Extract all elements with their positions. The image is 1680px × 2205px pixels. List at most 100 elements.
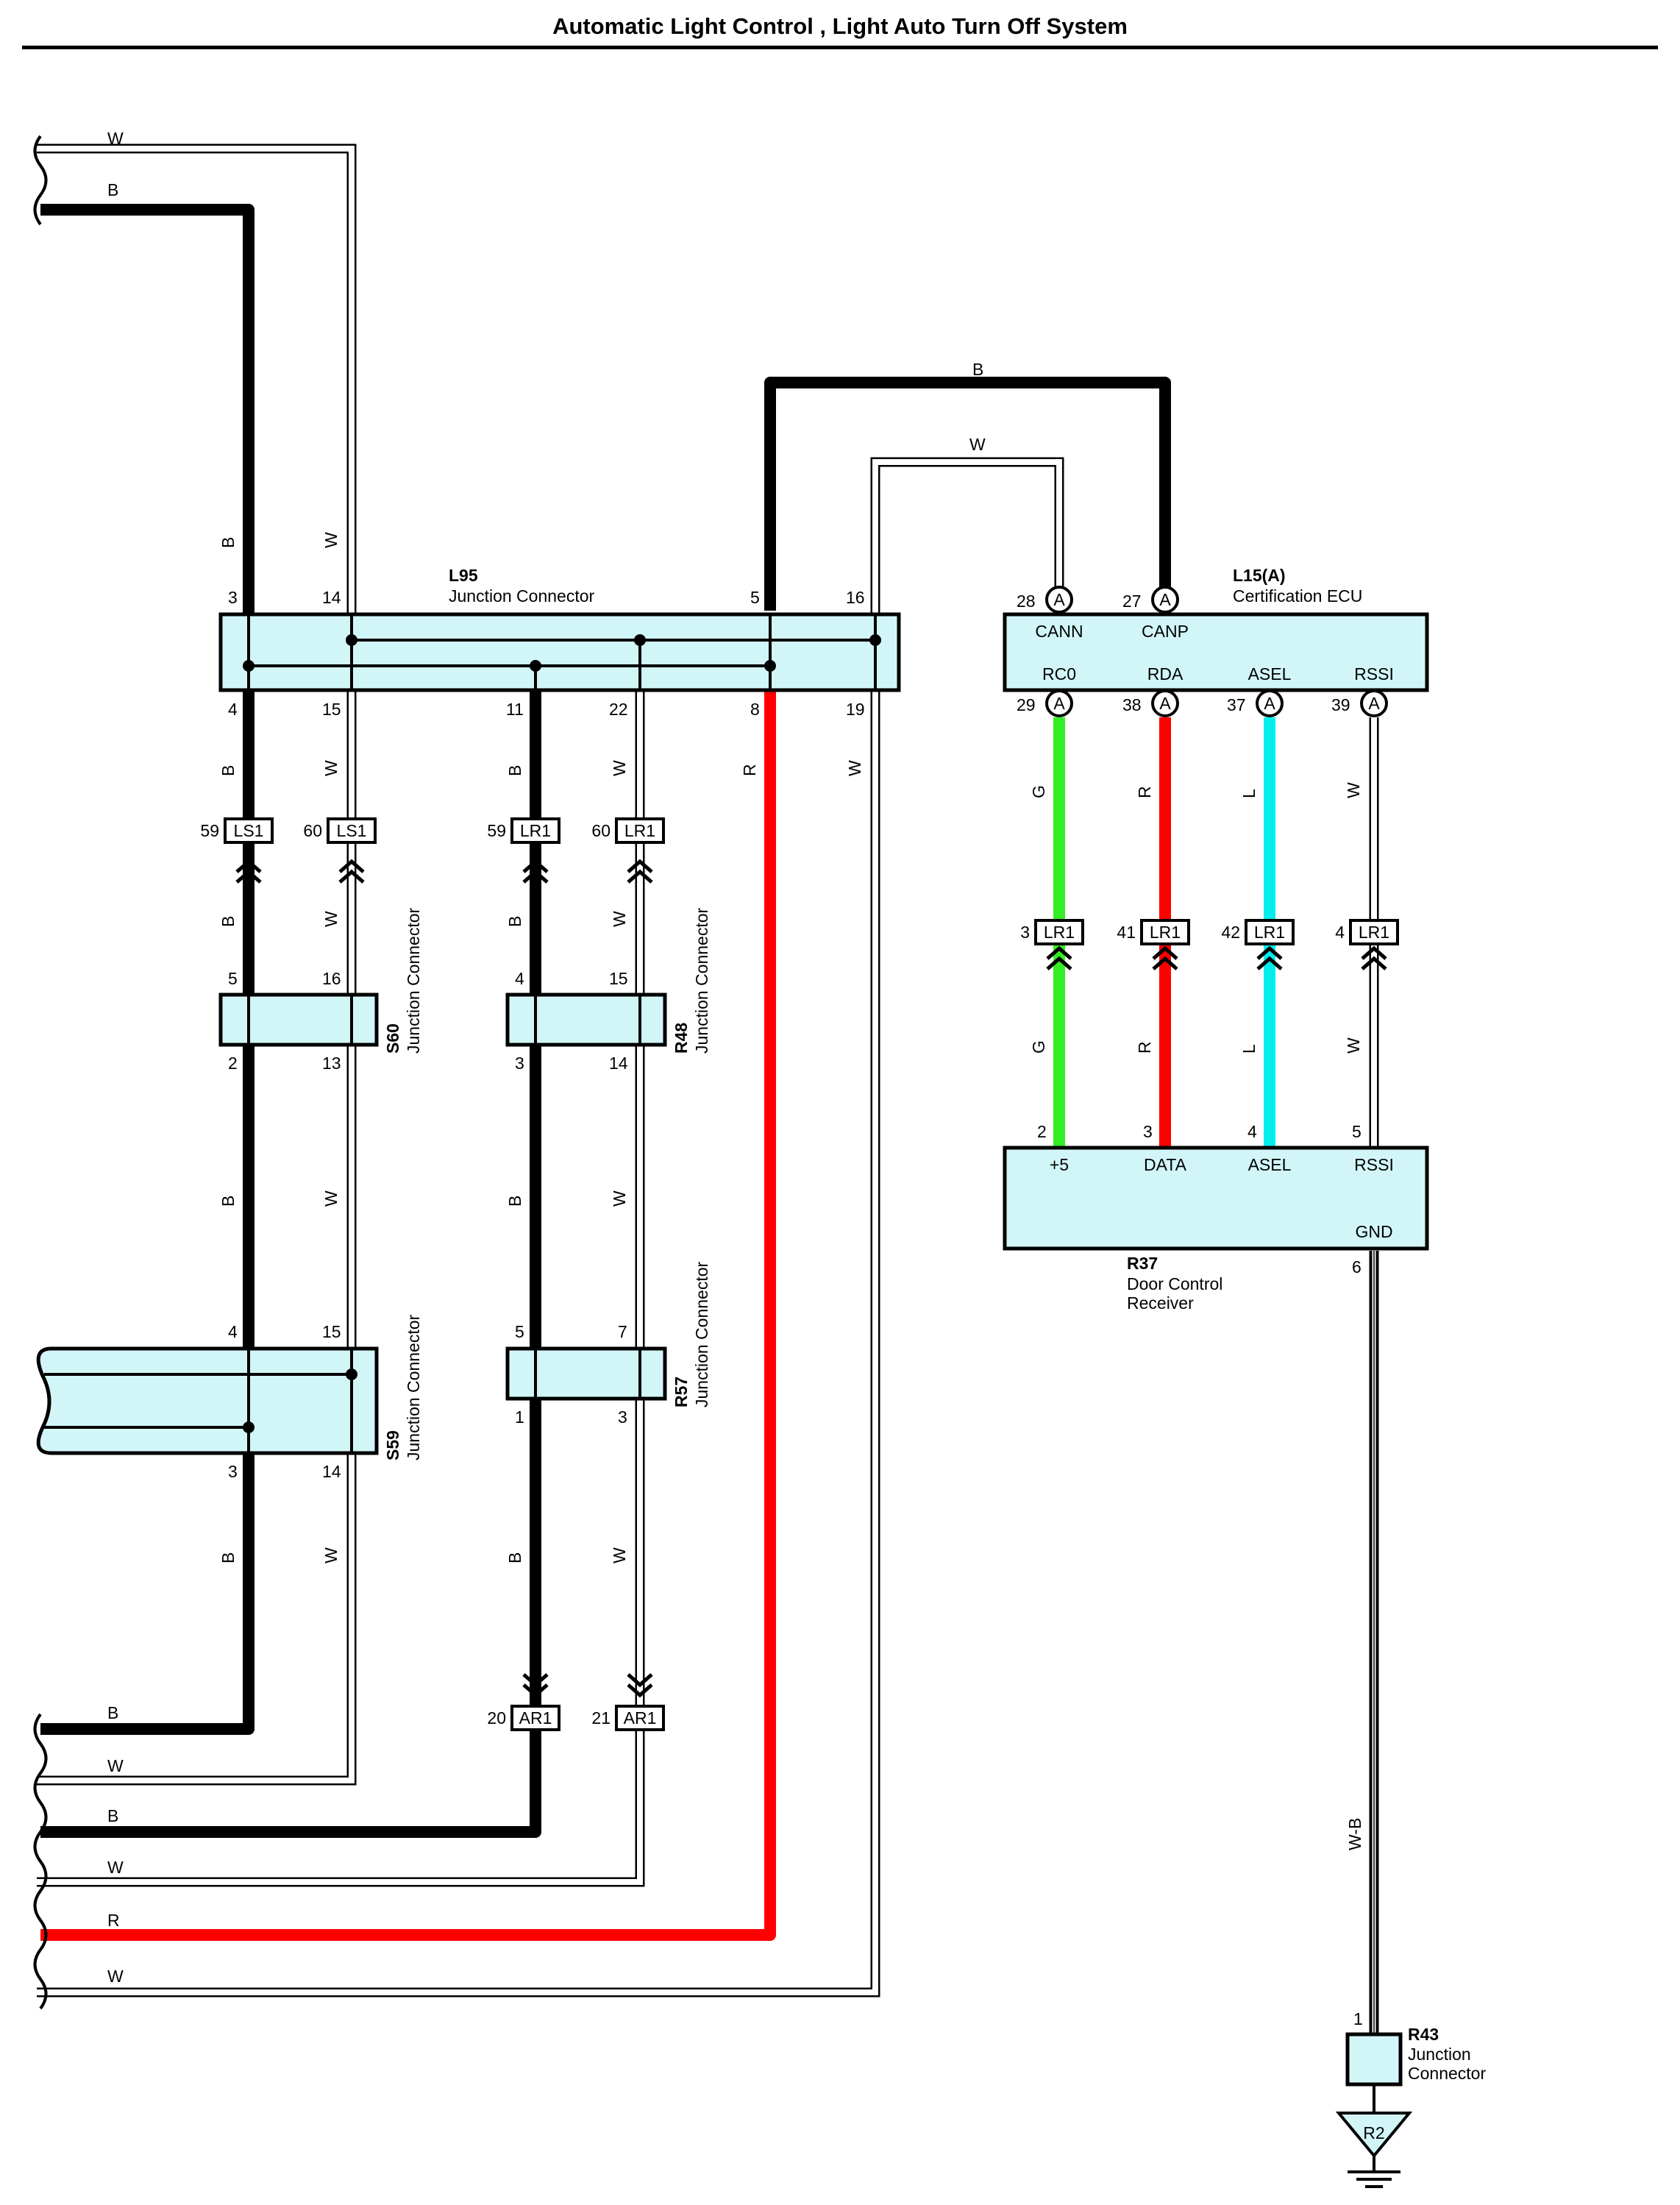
pin-number: 14 <box>322 1462 341 1481</box>
s59-code: S59 <box>383 1430 402 1460</box>
pin-number: 21 <box>591 1708 611 1728</box>
r37-code: R37 <box>1127 1254 1158 1273</box>
r43-name: Connector <box>1408 2064 1486 2083</box>
pin-number: 4 <box>1247 1122 1257 1141</box>
wire-label: B <box>972 360 983 379</box>
wire-label: B <box>505 1196 524 1207</box>
pin-number: 14 <box>322 588 341 607</box>
wire-label: W <box>107 129 124 148</box>
s60-junction-box <box>218 993 379 1047</box>
receiver-terminal: GND <box>1355 1222 1392 1241</box>
pin-number: 7 <box>618 1322 627 1341</box>
r37-name: Door Control <box>1127 1274 1222 1293</box>
connector-code: LR1 <box>624 821 655 840</box>
wire-label: B <box>218 1196 238 1207</box>
wire-label: W <box>845 760 864 776</box>
connector-code: LR1 <box>1254 923 1285 942</box>
connector-lr1-3 <box>1034 919 1084 970</box>
s60-name: Junction Connector <box>404 907 423 1054</box>
title-rule <box>22 46 1658 49</box>
wire-label: W <box>1344 1037 1363 1054</box>
pin-number: 5 <box>515 1322 524 1341</box>
ground-code: R2 <box>1363 2123 1384 2142</box>
pin-number: 29 <box>1017 695 1036 714</box>
black-wire-canp <box>764 377 1171 611</box>
wire-label: B <box>505 765 524 776</box>
wire-label: G <box>1029 1040 1048 1054</box>
pin-number: 5 <box>750 588 760 607</box>
r48-name: Junction Connector <box>692 907 711 1054</box>
connector-code: LR1 <box>1359 923 1389 942</box>
pin-number: 38 <box>1122 695 1142 714</box>
pin-number: 13 <box>322 1054 341 1073</box>
s59-junction-box <box>36 1346 379 1455</box>
pin-number: 5 <box>228 969 238 988</box>
ecu-badge: A <box>1159 694 1171 713</box>
red-wire <box>40 692 776 1941</box>
wire-label: W <box>321 760 341 776</box>
connector-lr1-59 <box>510 817 560 884</box>
wire-label: W <box>321 532 341 548</box>
ecu-badge: A <box>1264 694 1275 713</box>
wire-label: R <box>1135 1041 1154 1054</box>
r48-code: R48 <box>672 1023 691 1054</box>
white-wire-lr1 <box>37 692 645 1887</box>
receiver-terminal: DATA <box>1144 1155 1187 1174</box>
wire-label: B <box>107 1806 118 1825</box>
s59-name: Junction Connector <box>404 1314 423 1460</box>
wire-label: W <box>610 1190 629 1207</box>
wire-label: W <box>969 435 986 454</box>
pin-number: 22 <box>609 700 628 719</box>
pin-number: 4 <box>1335 923 1345 942</box>
pin-number: 39 <box>1331 695 1350 714</box>
connector-ls1-60 <box>327 817 377 884</box>
pin-number: 2 <box>1037 1122 1047 1141</box>
connector-code: AR1 <box>624 1708 657 1728</box>
pin-number: 3 <box>515 1054 524 1073</box>
wire-label: B <box>505 1552 524 1563</box>
wire-label: R <box>740 764 759 776</box>
black-wire-main-left <box>40 204 255 1735</box>
pin-number: 4 <box>515 969 524 988</box>
pin-number: 4 <box>228 700 238 719</box>
pin-number: 15 <box>322 1322 341 1341</box>
connector-code: LR1 <box>1044 923 1075 942</box>
wire-label: B <box>107 1703 118 1722</box>
receiver-terminal: RSSI <box>1354 1155 1394 1174</box>
connector-code: LR1 <box>520 821 551 840</box>
connector-ar1-21 <box>615 1673 665 1731</box>
wire-label: L <box>1239 1044 1259 1054</box>
l95-code: L95 <box>449 566 478 585</box>
connector-ls1-59 <box>224 817 274 884</box>
l15-code: L15(A) <box>1233 566 1286 585</box>
pin-number: 16 <box>322 969 341 988</box>
wire-label: W <box>321 1547 341 1563</box>
l15-name: Certification ECU <box>1233 586 1362 606</box>
pin-number: 3 <box>1020 923 1030 942</box>
pin-number: 8 <box>750 700 760 719</box>
pin-number: 1 <box>515 1407 524 1427</box>
ecu-terminal: RSSI <box>1354 664 1394 683</box>
connector-lr1-60 <box>615 817 665 884</box>
ecu-pin-circles <box>1045 586 1388 717</box>
connector-code: LR1 <box>1150 923 1181 942</box>
pin-number: 15 <box>322 700 341 719</box>
receiver-terminal: ASEL <box>1248 1155 1292 1174</box>
black-wire-lr1 <box>40 692 541 1838</box>
connector-code: LS1 <box>337 821 367 840</box>
pin-number: 3 <box>228 1462 238 1481</box>
pin-number: 60 <box>591 821 611 840</box>
wire-break-marks <box>33 135 48 2010</box>
wire-label: W <box>610 911 629 927</box>
pin-number: 3 <box>228 588 238 607</box>
ecu-terminal: RC0 <box>1042 664 1076 683</box>
l95-junction-box <box>218 612 901 692</box>
pin-number: 15 <box>609 969 628 988</box>
pin-number: 60 <box>303 821 322 840</box>
pin-number: 20 <box>487 1708 506 1728</box>
pin-number: 1 <box>1353 2009 1363 2028</box>
wire-label: W <box>107 1858 124 1877</box>
s60-code: S60 <box>383 1023 402 1054</box>
connector-lr1-42 <box>1245 919 1295 970</box>
wire-label: R <box>107 1911 120 1930</box>
